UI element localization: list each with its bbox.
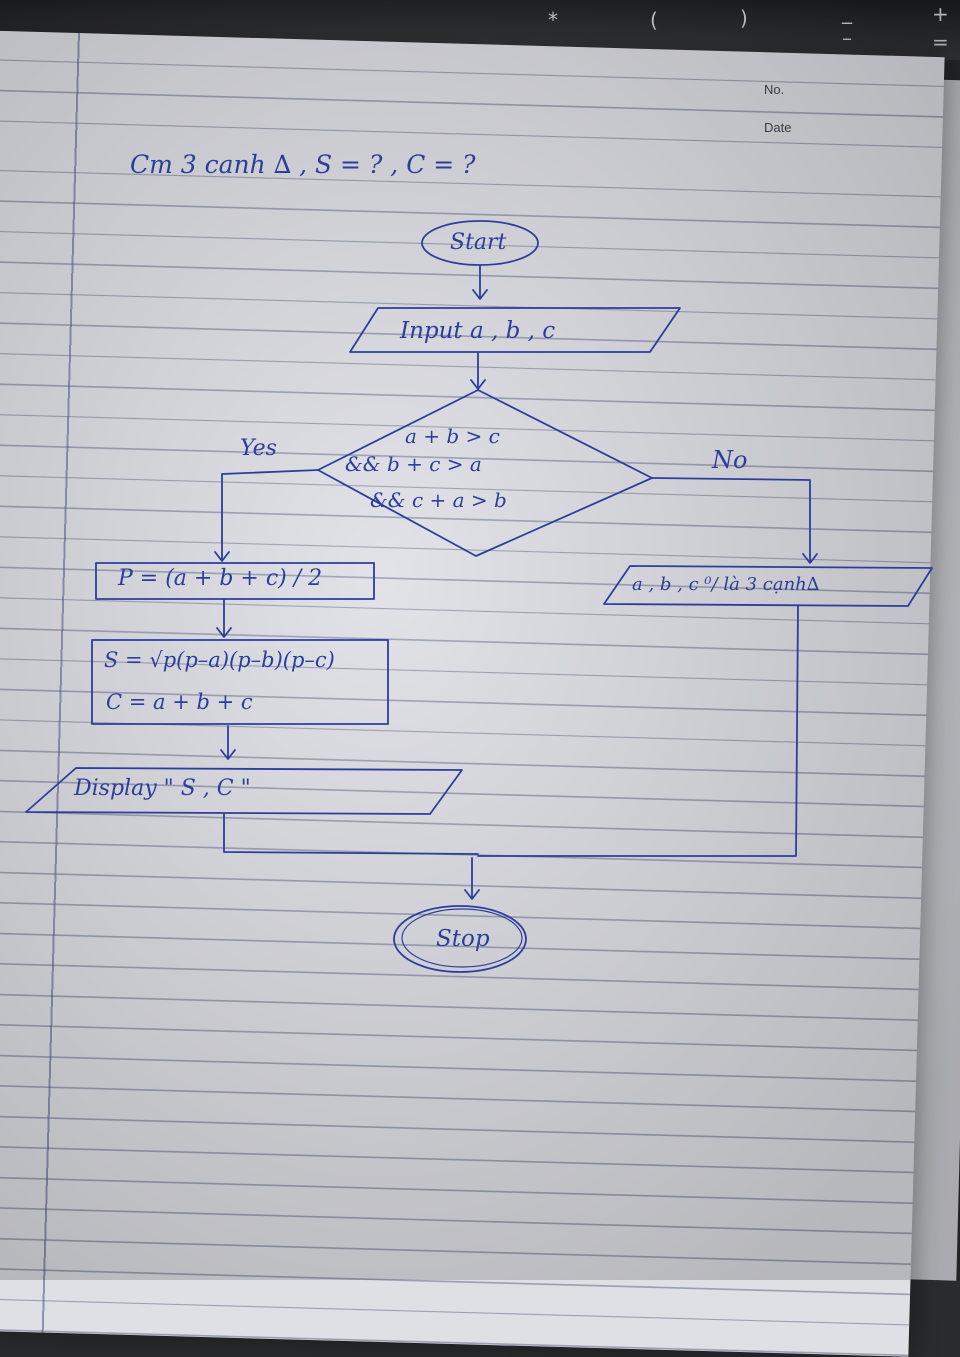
- display-label: Display " S , C ": [74, 776, 251, 801]
- no-label: No: [712, 446, 748, 474]
- invalid-output-label: a , b , c ⁰/ là 3 cạnh∆: [632, 574, 820, 595]
- input-box: [349, 307, 681, 353]
- compute-c-label: C = a + b + c: [106, 690, 253, 714]
- yes-label: Yes: [240, 436, 277, 461]
- display-box: [25, 767, 463, 815]
- flowchart: [25, 220, 933, 973]
- keyboard-key: =: [932, 30, 949, 54]
- condition-line-3: && c + a > b: [370, 488, 507, 512]
- keyboard-key: (: [650, 8, 658, 32]
- condition-diamond: [317, 389, 653, 557]
- keyboard-key: ): [740, 6, 748, 30]
- notebook-date-label: Date: [764, 120, 792, 135]
- keyboard-key: *: [548, 8, 558, 32]
- problem-heading: Cm 3 canh ∆ , S = ? , C = ?: [130, 150, 476, 179]
- start-label: Start: [450, 230, 507, 255]
- keyboard-key: _: [842, 0, 852, 24]
- stop-label: Stop: [436, 926, 490, 952]
- input-label: Input a , b , c: [400, 318, 556, 344]
- compute-sc-box: [91, 639, 389, 725]
- notebook-no-label: No.: [764, 82, 785, 97]
- compute-s-label: S = √p(p–a)(p–b)(p–c): [104, 648, 335, 672]
- condition-line-2: && b + c > a: [345, 452, 482, 476]
- stop-terminal: [393, 905, 527, 973]
- keyboard-key: –: [842, 26, 852, 50]
- compute-p-label: P = (a + b + c) / 2: [118, 566, 323, 591]
- compute-p-box: [95, 562, 375, 600]
- keyboard-key: +: [932, 2, 949, 26]
- invalid-output-box: [603, 565, 933, 607]
- start-terminal: [421, 220, 539, 266]
- condition-line-1: a + b > c: [405, 424, 500, 448]
